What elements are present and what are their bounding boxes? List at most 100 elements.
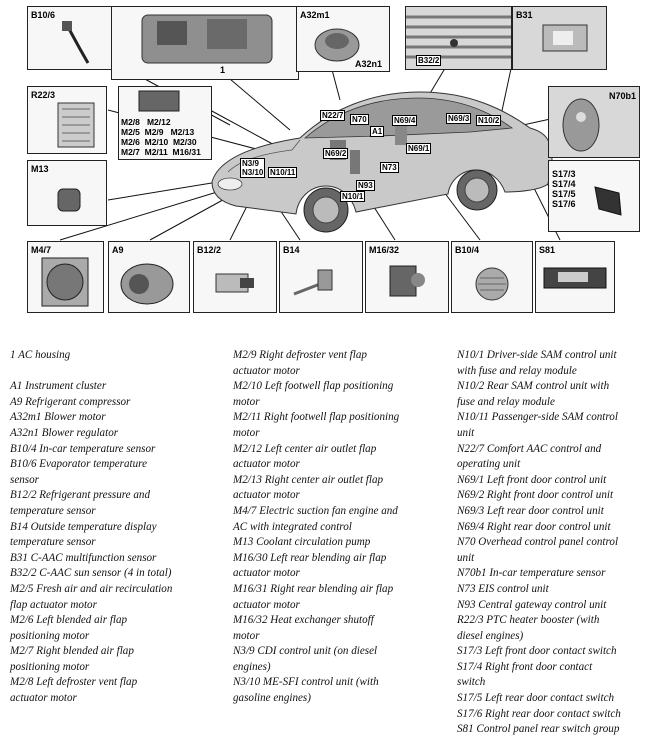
label-b10-4: B10/4 [455,245,480,255]
label-a32m1: A32m1 [300,10,330,20]
legend-line: motor [233,629,260,642]
ptc-heater-image [57,102,95,148]
legend-line: S17/5 Left rear door contact switch [457,692,615,705]
label-b10-6: B10/6 [31,10,56,20]
label-s17: S17/3 S17/4 S17/5 S17/6 [552,169,576,209]
legend-line: motor [233,395,260,408]
legend-line: N70b1 In-car temperature sensor [457,567,606,580]
door-switch-image [594,186,622,216]
pressure-sensor-image [215,273,254,293]
label-m13: M13 [31,164,49,174]
legend-line: M16/30 Left rear blending air flap [233,551,387,564]
label-b12-2: B12/2 [197,245,222,255]
legend-line: operating unit [457,458,521,471]
box-b10-4: B10/4 [451,241,533,313]
box-b31: B31 [512,6,607,70]
shutoff-motor-image [389,265,425,297]
legend-line: positioning motor [10,629,90,642]
box-b14: B14 [279,241,363,313]
tag-n22-7: N22/7 [320,110,346,121]
tag-a1: A1 [370,126,385,137]
legend-line: B12/2 Refrigerant pressure and [10,489,150,502]
legend-line: M16/31 Right rear blending air flap [233,582,394,595]
legend-line: M2/12 Left center air outlet flap [233,442,377,455]
legend-line: B10/6 Evaporator temperature [10,458,148,471]
legend-line: A1 Instrument cluster [10,380,107,393]
suction-fan-image [41,257,89,307]
box-a9: A9 [108,241,190,313]
tag-n69-3: N69/3 [446,113,472,124]
coolant-pump-image [57,188,81,212]
box-s81: S81 [535,241,615,313]
outside-temp-sensor-image [293,269,333,296]
tag-n10-1: N10/1 [340,191,366,202]
incar-temp-sensor-image [475,267,509,301]
rear-switch-group-image [543,267,607,289]
legend-line: sensor [10,473,39,486]
ac-housing-image [141,14,273,64]
tag-n73: N73 [380,162,399,173]
legend-line: actuator motor [233,489,300,502]
legend-line: switch [457,676,486,689]
legend-line: N73 EIS control unit [457,582,549,595]
tag-n69-4: N69/4 [392,115,418,126]
legend-line: B14 Outside temperature display [10,520,157,533]
legend-line: B31 C-AAC multifunction sensor [10,551,157,564]
evaporator-sensor-image [62,21,90,64]
legend-line: N3/10 ME-SFI control unit (with [233,676,379,689]
tag-n3-9: N3/9 N3/10 [240,158,266,178]
tag-n70: N70 [350,114,369,125]
legend-line: with fuse and relay module [457,364,577,377]
legend-line: N69/4 Right rear door control unit [457,520,611,533]
legend-line: A9 Refrigerant compressor [10,395,131,408]
legend-line: diesel engines) [457,629,524,642]
box-b32-2: B32/2 [405,6,512,70]
legend-line: N69/2 Right front door control unit [457,489,614,502]
tag-n69-1: N69/1 [406,143,432,154]
legend-line: N69/3 Left rear door control unit [457,504,604,517]
blower-motor-image [314,28,360,62]
legend-line: unit [457,551,475,564]
box-m16-32: M16/32 [365,241,449,313]
flap-motor-image [138,90,180,112]
legend-line: flap actuator motor [10,598,97,611]
multifunction-sensor-image [542,24,588,52]
legend-line: gasoline engines) [233,692,311,705]
legend-line: M2/11 Right footwell flap positioning [233,411,400,424]
legend-line: temperature sensor [10,536,96,549]
legend-line: engines) [233,660,271,673]
legend-line: actuator motor [233,567,300,580]
component-legend: 1 AC housing A1 Instrument cluster A9 Refr… [0,318,662,756]
legend-line [10,364,225,380]
label-a9: A9 [112,245,124,255]
box-n70b1: N70b1 [548,86,640,158]
legend-line: S17/6 Right rear door contact switch [457,707,621,720]
label-r22-3: R22/3 [31,90,56,100]
compressor-image [120,263,174,305]
legend-line: M2/8 Left defroster vent flap [10,676,138,689]
legend-line: N10/11 Passenger-side SAM control [457,411,618,424]
incar-sensor-image [562,98,600,152]
label-ac-housing: 1 [220,65,226,75]
tag-n10-2: N10/2 [476,115,502,126]
legend-line: N10/2 Rear SAM control unit with [457,380,610,393]
legend-line: A32m1 Blower motor [10,411,106,424]
legend-line: S17/4 Right front door contact [457,660,593,673]
label-b31: B31 [516,10,533,20]
legend-line: 1 AC housing [10,349,71,361]
legend-line: actuator motor [233,458,300,471]
box-ac-housing: 1 [111,6,299,80]
legend-line: M2/7 Right blended air flap [10,645,134,658]
legend-column-1: 1 AC housing A1 Instrument cluster A9 Refr… [10,348,225,707]
legend-line: N10/1 Driver-side SAM control unit [457,349,617,361]
tag-n10-11: N10/11 [268,167,298,178]
legend-line: N70 Overhead control panel control [457,536,619,549]
label-m16-32: M16/32 [369,245,400,255]
legend-line: fuse and relay module [457,395,555,408]
legend-line: actuator motor [10,692,77,705]
legend-line: S81 Control panel rear switch group [457,723,620,736]
legend-column-3: N10/1 Driver-side SAM control unit with f… [457,348,662,738]
box-r22-3: R22/3 [27,86,107,154]
box-s17: S17/3 S17/4 S17/5 S17/6 [548,160,640,232]
